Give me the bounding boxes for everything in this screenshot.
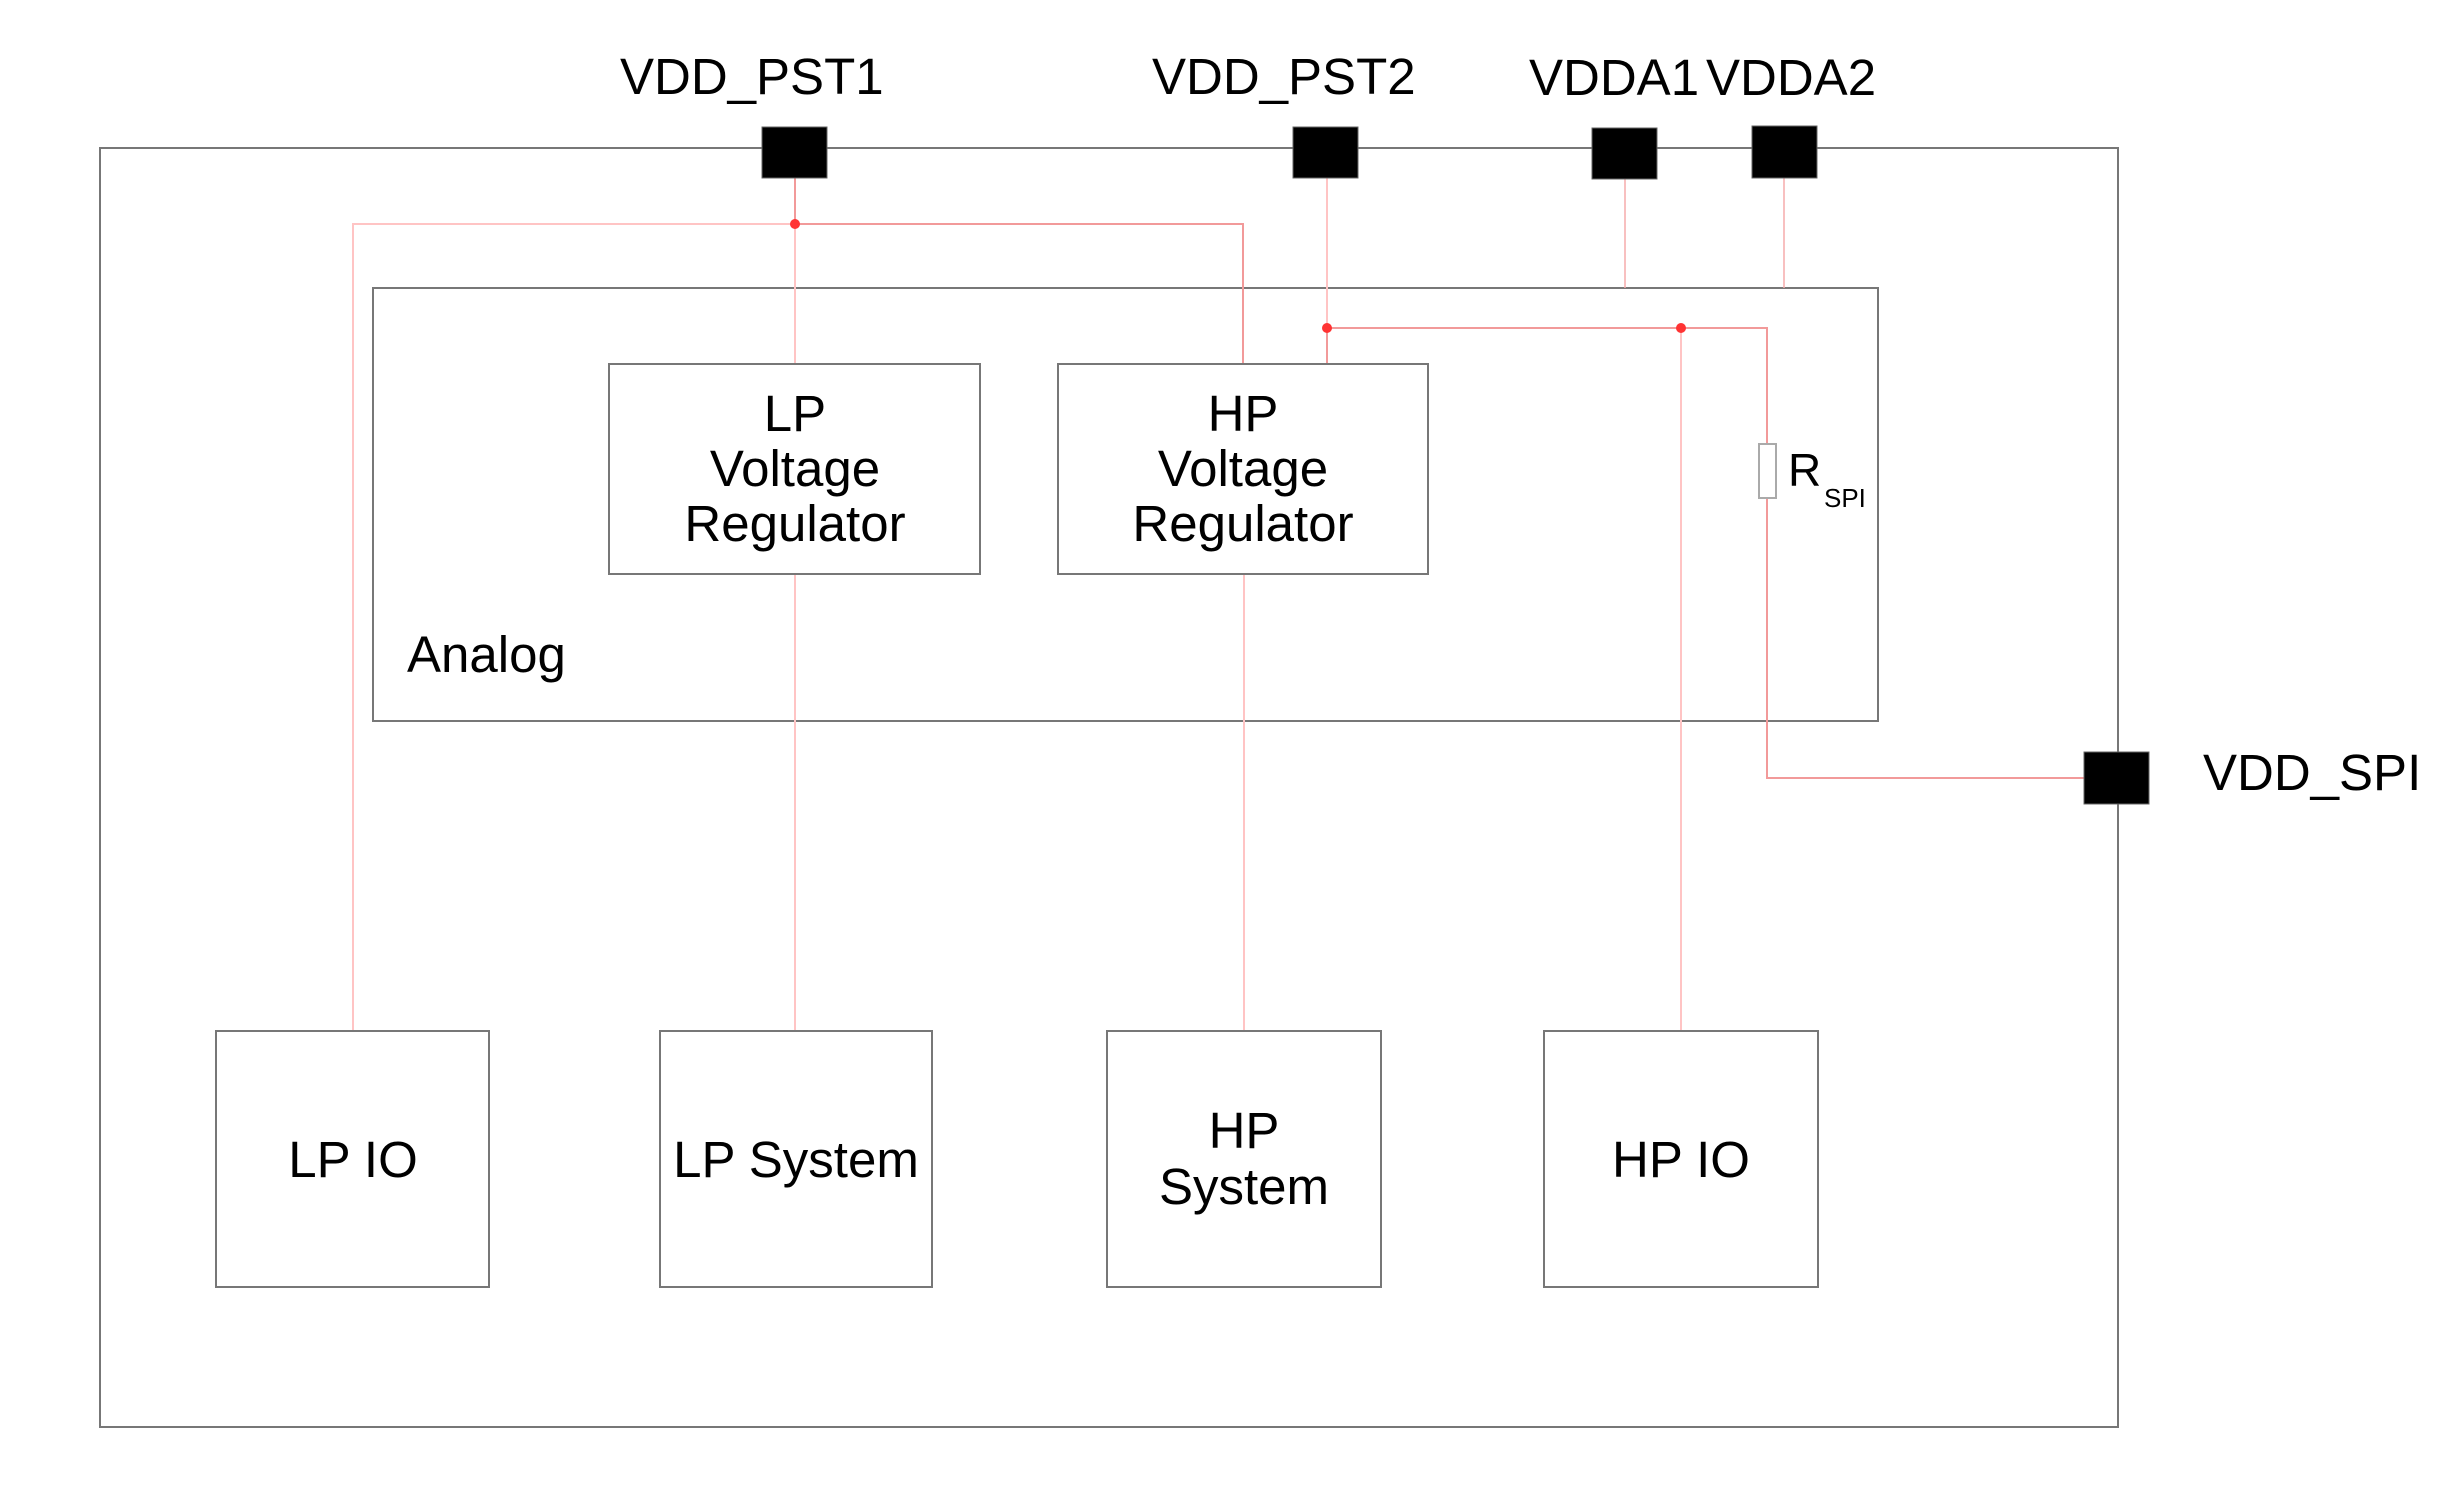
lp-voltage-regulator-block bbox=[608, 363, 981, 575]
hp-system-label-line2: System bbox=[1159, 1158, 1329, 1215]
analog-label: Analog bbox=[407, 626, 566, 683]
hp-system-block bbox=[1106, 1030, 1382, 1288]
pin-label-vdd-pst2: VDD_PST2 bbox=[1152, 48, 1416, 105]
hp-regulator-label-line3: Regulator bbox=[1132, 495, 1353, 552]
lp-io-block bbox=[215, 1030, 490, 1288]
hp-io-label: HP IO bbox=[1612, 1131, 1750, 1188]
lp-regulator-label-line1: LP bbox=[764, 385, 826, 442]
wire-pst1-to-lp-io bbox=[352, 223, 795, 1031]
pad-vdda1 bbox=[1591, 127, 1658, 180]
pad-vdda2 bbox=[1751, 125, 1818, 179]
pin-label-vdda1: VDDA1 bbox=[1529, 49, 1699, 106]
lp-system-label: LP System bbox=[673, 1131, 919, 1188]
junction-dot bbox=[1322, 323, 1332, 333]
wire-pst2-to-vdd-spi bbox=[1327, 327, 2084, 779]
resistor-label: R bbox=[1788, 444, 1821, 496]
lp-system-block bbox=[659, 1030, 933, 1288]
junction-dot bbox=[1676, 323, 1686, 333]
lp-io-label: LP IO bbox=[288, 1131, 417, 1188]
pad-vdd-pst2 bbox=[1292, 126, 1359, 179]
hp-regulator-label-line2: Voltage bbox=[1158, 440, 1328, 497]
pin-label-vdd-spi: VDD_SPI bbox=[2203, 744, 2421, 801]
junction-dot bbox=[790, 219, 800, 229]
lp-regulator-label-line2: Voltage bbox=[710, 440, 880, 497]
resistor-rspi-symbol bbox=[1758, 443, 1777, 499]
pin-label-vdda2: VDDA2 bbox=[1706, 49, 1876, 106]
pad-vdd-pst1 bbox=[761, 126, 828, 179]
pin-label-vdd-pst1: VDD_PST1 bbox=[620, 48, 884, 105]
hp-regulator-label-line1: HP bbox=[1208, 385, 1279, 442]
lp-regulator-label-line3: Regulator bbox=[684, 495, 905, 552]
pad-vdd-spi bbox=[2083, 751, 2150, 805]
hp-system-label-line1: HP bbox=[1209, 1102, 1280, 1159]
resistor-label-subscript: SPI bbox=[1824, 483, 1866, 513]
hp-voltage-regulator-block bbox=[1057, 363, 1429, 575]
wire-pst1-to-hp-regulator bbox=[795, 223, 1244, 364]
hp-io-block bbox=[1543, 1030, 1819, 1288]
